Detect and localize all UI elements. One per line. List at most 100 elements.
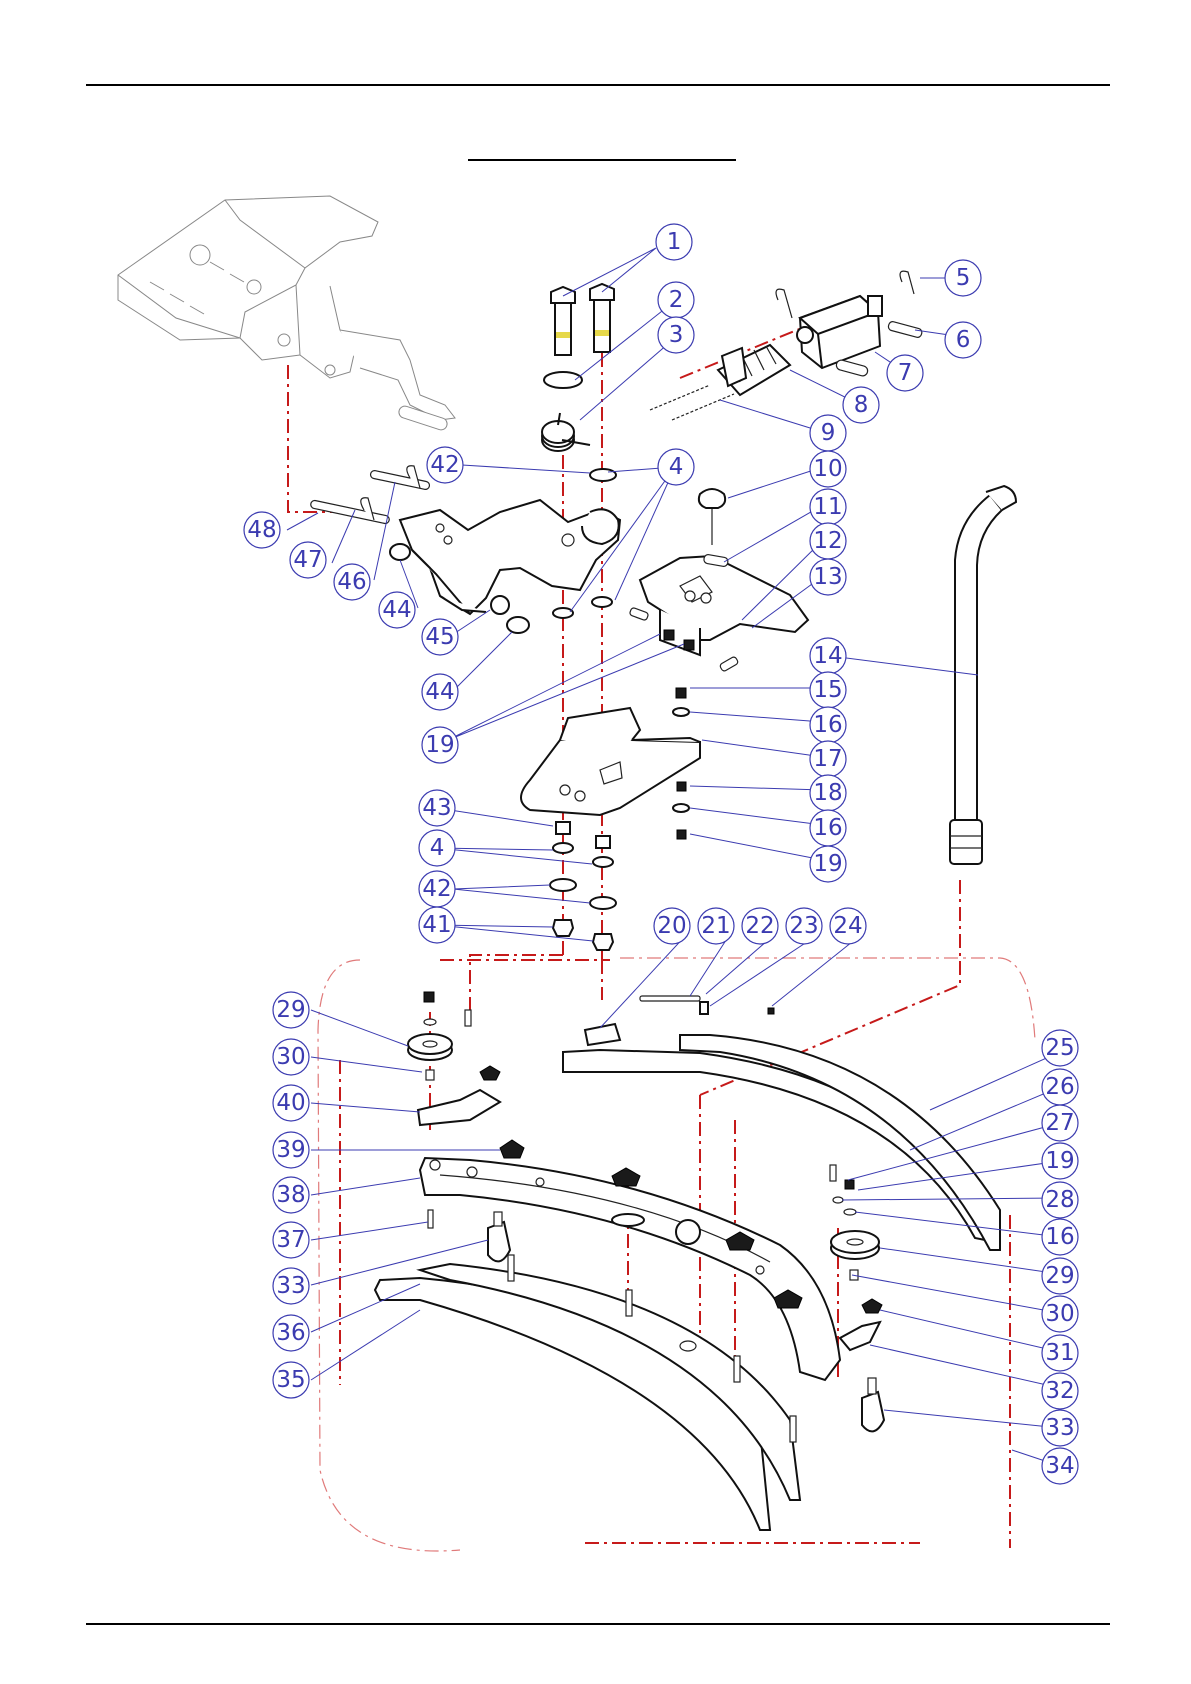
svg-text:30: 30 xyxy=(276,1044,305,1070)
svg-text:1: 1 xyxy=(667,229,682,255)
balloon-44-lower: 44 xyxy=(422,674,458,710)
svg-text:22: 22 xyxy=(745,913,774,939)
svg-text:19: 19 xyxy=(1045,1148,1074,1174)
svg-text:32: 32 xyxy=(1045,1378,1074,1404)
balloon-36: 36 xyxy=(273,1315,309,1351)
svg-text:30: 30 xyxy=(1045,1301,1074,1327)
balloon-42-upper: 42 xyxy=(427,447,463,483)
svg-text:8: 8 xyxy=(854,392,869,418)
balloon-30-left: 30 xyxy=(273,1039,309,1075)
svg-text:26: 26 xyxy=(1045,1074,1074,1100)
flat-washer xyxy=(592,597,612,607)
balloon-17: 17 xyxy=(810,741,846,777)
svg-text:7: 7 xyxy=(898,360,913,386)
handle-tube xyxy=(950,486,1016,864)
pivot-bracket xyxy=(400,500,620,614)
svg-text:34: 34 xyxy=(1045,1453,1074,1479)
svg-text:6: 6 xyxy=(956,327,971,353)
svg-text:33: 33 xyxy=(1045,1415,1074,1441)
svg-text:38: 38 xyxy=(276,1182,305,1208)
svg-text:40: 40 xyxy=(276,1090,305,1116)
torsion-spring xyxy=(542,413,590,451)
svg-text:31: 31 xyxy=(1045,1340,1074,1366)
balloon-37: 37 xyxy=(273,1222,309,1258)
flat-washer xyxy=(544,372,582,388)
balloon-5: 5 xyxy=(945,260,981,296)
svg-text:13: 13 xyxy=(813,564,842,590)
balloon-10: 10 xyxy=(810,451,846,487)
balloon-28: 28 xyxy=(1042,1182,1078,1218)
svg-text:12: 12 xyxy=(813,528,842,554)
balloon-7: 7 xyxy=(887,355,923,391)
balloon-18: 18 xyxy=(810,775,846,811)
svg-text:23: 23 xyxy=(789,913,818,939)
svg-text:47: 47 xyxy=(293,547,322,573)
balloon-46: 46 xyxy=(334,564,370,600)
balloon-35: 35 xyxy=(273,1362,309,1398)
balloon-30-right: 30 xyxy=(1042,1296,1078,1332)
balloon-41: 41 xyxy=(419,907,455,943)
svg-text:16: 16 xyxy=(813,712,842,738)
svg-text:37: 37 xyxy=(276,1227,305,1253)
svg-text:28: 28 xyxy=(1045,1187,1074,1213)
balloon-32: 32 xyxy=(1042,1373,1078,1409)
svg-text:29: 29 xyxy=(1045,1263,1074,1289)
balloon-16: 16 xyxy=(810,707,846,743)
balloon-8: 8 xyxy=(843,387,879,423)
balloon-45: 45 xyxy=(422,619,458,655)
balloon-39: 39 xyxy=(273,1132,309,1168)
balloon-20: 20 xyxy=(654,908,690,944)
svg-text:21: 21 xyxy=(701,913,730,939)
svg-text:45: 45 xyxy=(425,624,454,650)
svg-text:5: 5 xyxy=(956,265,971,291)
svg-text:25: 25 xyxy=(1045,1035,1074,1061)
balloon-38: 38 xyxy=(273,1177,309,1213)
front-squeegee-blades xyxy=(375,1264,800,1530)
balloon-47: 47 xyxy=(290,542,326,578)
svg-text:29: 29 xyxy=(276,997,305,1023)
balloon-33-right: 33 xyxy=(1042,1410,1078,1446)
svg-text:43: 43 xyxy=(422,795,451,821)
svg-text:42: 42 xyxy=(430,452,459,478)
svg-text:2: 2 xyxy=(669,287,684,313)
balloon-26: 26 xyxy=(1042,1069,1078,1105)
flat-washer xyxy=(553,608,573,618)
balloon-19-right: 19 xyxy=(1042,1143,1078,1179)
svg-text:16: 16 xyxy=(1045,1224,1074,1250)
balloon-34: 34 xyxy=(1042,1448,1078,1484)
balloon-29-left: 29 xyxy=(273,992,309,1028)
balloon-16b: 16 xyxy=(810,810,846,846)
svg-text:39: 39 xyxy=(276,1137,305,1163)
svg-text:27: 27 xyxy=(1045,1110,1074,1136)
extension-springs xyxy=(650,385,734,420)
svg-text:10: 10 xyxy=(813,456,842,482)
balloon-2: 2 xyxy=(658,282,694,318)
svg-text:46: 46 xyxy=(337,569,366,595)
balloon-14: 14 xyxy=(810,638,846,674)
balloon-42-lower: 42 xyxy=(419,871,455,907)
balloon-29-right: 29 xyxy=(1042,1258,1078,1294)
machine-frame xyxy=(118,196,455,431)
balloon-3: 3 xyxy=(658,317,694,353)
balloon-19: 19 xyxy=(810,846,846,882)
balloon-33-left: 33 xyxy=(273,1268,309,1304)
upper-bolts xyxy=(551,284,614,355)
balloon-40: 40 xyxy=(273,1085,309,1121)
svg-text:36: 36 xyxy=(276,1320,305,1346)
balloon-27: 27 xyxy=(1042,1105,1078,1141)
balloon-23: 23 xyxy=(786,908,822,944)
svg-text:17: 17 xyxy=(813,746,842,772)
balloon-48: 48 xyxy=(244,512,280,548)
svg-text:35: 35 xyxy=(276,1367,305,1393)
svg-text:15: 15 xyxy=(813,677,842,703)
balloon-4-lower: 4 xyxy=(419,830,455,866)
svg-text:42: 42 xyxy=(422,876,451,902)
svg-text:44: 44 xyxy=(425,679,454,705)
balloon-19-left: 19 xyxy=(422,727,458,763)
balloon-9: 9 xyxy=(810,415,846,451)
svg-text:14: 14 xyxy=(813,643,842,669)
balloon-1: 1 xyxy=(656,224,692,260)
svg-text:41: 41 xyxy=(422,912,451,938)
